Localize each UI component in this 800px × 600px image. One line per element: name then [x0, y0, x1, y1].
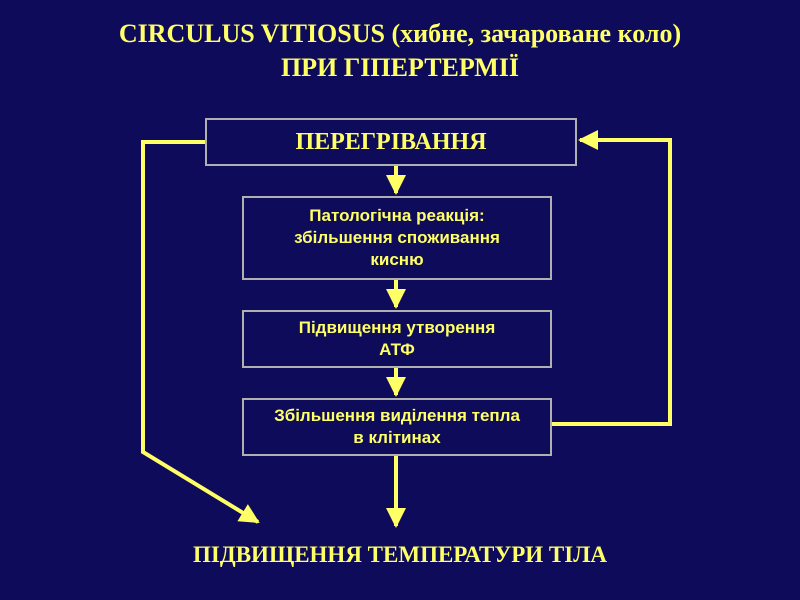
node-heat-release: Збільшення виділення тепла в клітинах	[242, 398, 552, 456]
node-body-temperature-rise: ПІДВИЩЕННЯ ТЕМПЕРАТУРИ ТІЛА	[193, 542, 607, 567]
arrow-overheating-to-result	[141, 140, 260, 524]
node-reaction-line-3: кисню	[370, 250, 424, 269]
node-atp-line-1: Підвищення утворення	[298, 318, 496, 337]
node-pathological-reaction: Патологічна реакція: збільшення споживан…	[242, 196, 552, 280]
arrow-feedback-loop	[552, 130, 672, 426]
node-atp-formation: Підвищення утворення АТФ	[242, 310, 552, 368]
node-overheating-label: ПЕРЕГРІВАННЯ	[295, 128, 487, 155]
node-heat-line-2: в клітинах	[353, 428, 441, 447]
title-line-1: CIRCULUS VITIOSUS (хибне, зачароване кол…	[118, 19, 682, 48]
title-line-2: ПРИ ГІПЕРТЕРМІЇ	[280, 53, 520, 82]
node-heat-line-1: Збільшення виділення тепла	[274, 406, 520, 425]
node-atp-line-2: АТФ	[379, 340, 415, 359]
node-reaction-line-2: збільшення споживання	[294, 228, 500, 247]
node-reaction-line-1: Патологічна реакція:	[309, 206, 485, 225]
node-overheating: ПЕРЕГРІВАННЯ	[205, 118, 577, 166]
